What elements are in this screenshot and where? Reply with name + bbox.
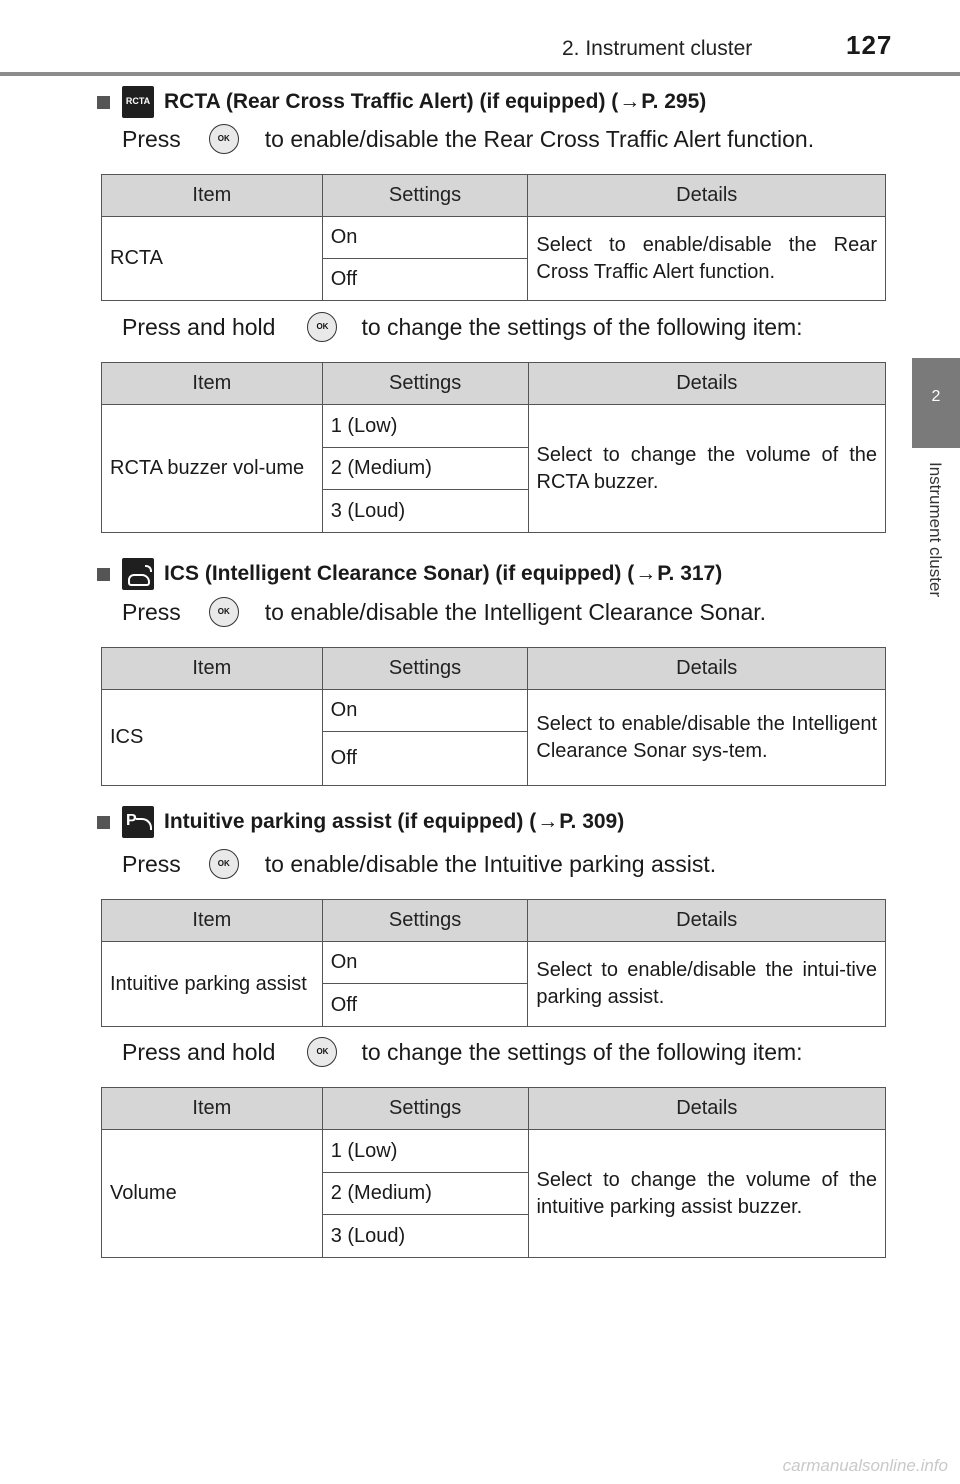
bullet-square <box>97 95 110 109</box>
ipa-settings-table: Item Settings Details Intuitive parking … <box>101 899 886 1027</box>
chapter-label: Instrument cluster <box>926 462 945 598</box>
hold-description: to change the settings of the following … <box>361 313 803 340</box>
bullet-square <box>97 815 110 829</box>
header-settings: Settings <box>321 362 529 405</box>
parking-assist-icon: P <box>122 806 154 838</box>
ics-heading: ICS (Intelligent Clearance Sonar) (if eq… <box>97 558 722 590</box>
cell-details: Select to change the volume of the intui… <box>527 1129 887 1258</box>
ok-button-icon: OK <box>208 597 239 627</box>
header-rule <box>0 72 960 76</box>
rcta-buzzer-table: Item Settings Details RCTA buzzer vol-um… <box>101 362 887 533</box>
header-item: Item <box>101 174 323 217</box>
chapter-label-strip: Instrument cluster <box>912 448 960 648</box>
cell-item: Intuitive parking assist <box>101 941 323 1027</box>
header-item: Item <box>101 362 323 405</box>
ipa-page-ref[interactable]: P. 309) <box>559 810 625 833</box>
cell-setting-off: Off <box>321 258 529 301</box>
cell-setting-medium: 2 (Medium) <box>321 447 529 490</box>
header-details: Details <box>527 899 886 942</box>
ics-title: ICS (Intelligent Clearance Sonar) (if eq… <box>164 562 635 585</box>
arrow-right-icon: → <box>635 562 657 585</box>
ics-car-icon <box>122 558 154 590</box>
cell-item: Volume <box>101 1129 323 1258</box>
header-settings: Settings <box>321 174 529 217</box>
hold-description: to change the settings of the following … <box>361 1038 803 1065</box>
hold-text: Press and hold <box>122 313 276 340</box>
press-description: to enable/disable the Rear Cross Traffic… <box>264 125 815 152</box>
ics-settings-table: Item Settings Details ICS On Select to e… <box>101 647 886 786</box>
ok-button-icon: OK <box>208 849 239 879</box>
cell-item: RCTA <box>101 216 323 301</box>
rcta-page-ref[interactable]: P. 295) <box>641 90 707 113</box>
cell-setting-off: Off <box>321 731 529 786</box>
header-details: Details <box>527 174 886 217</box>
page-header: 2. Instrument cluster 127 <box>0 0 960 76</box>
header-details: Details <box>527 362 887 405</box>
header-details: Details <box>527 1087 887 1130</box>
cell-setting-off: Off <box>321 983 529 1027</box>
header-settings: Settings <box>321 1087 529 1130</box>
header-item: Item <box>101 899 323 942</box>
cell-details: Select to enable/disable the Intelligent… <box>527 689 886 786</box>
press-description: to enable/disable the Intelligent Cleara… <box>264 598 767 625</box>
bullet-square <box>97 567 110 581</box>
ok-button-icon: OK <box>307 312 338 342</box>
arrow-right-icon: → <box>537 810 559 833</box>
cell-setting-loud: 3 (Loud) <box>321 489 529 533</box>
press-text: Press <box>122 598 181 625</box>
ics-press-instruction: Press OK to enable/disable the Intellige… <box>122 597 766 627</box>
rcta-settings-table: Item Settings Details RCTA On Select to … <box>101 174 886 301</box>
cell-setting-medium: 2 (Medium) <box>321 1172 529 1215</box>
header-item: Item <box>101 1087 323 1130</box>
ipa-heading: P Intuitive parking assist (if equipped)… <box>97 806 624 838</box>
header-item: Item <box>101 647 323 690</box>
cell-setting-low: 1 (Low) <box>321 1129 529 1173</box>
ipa-hold-instruction: Press and hold OK to change the settings… <box>122 1037 803 1067</box>
header-settings: Settings <box>321 899 529 942</box>
arrow-right-icon: → <box>619 90 641 113</box>
press-text: Press <box>122 850 181 877</box>
ipa-volume-table: Item Settings Details Volume 1 (Low) Sel… <box>101 1087 887 1258</box>
rcta-hold-instruction: Press and hold OK to change the settings… <box>122 312 803 342</box>
ipa-press-instruction: Press OK to enable/disable the Intuitive… <box>122 849 716 879</box>
cell-setting-on: On <box>321 689 529 732</box>
ok-button-icon: OK <box>307 1037 338 1067</box>
rcta-title: RCTA (Rear Cross Traffic Alert) (if equi… <box>164 90 619 113</box>
cell-details: Select to change the volume of the RCTA … <box>527 404 887 533</box>
cell-setting-on: On <box>321 941 529 984</box>
rcta-press-instruction: Press OK to enable/disable the Rear Cros… <box>122 124 814 154</box>
header-settings: Settings <box>321 647 529 690</box>
cell-details: Select to enable/disable the Rear Cross … <box>527 216 886 301</box>
hold-text: Press and hold <box>122 1038 276 1065</box>
ipa-title: Intuitive parking assist (if equipped) ( <box>164 810 537 833</box>
section-title: 2. Instrument cluster <box>562 37 753 60</box>
page-number: 127 <box>846 30 893 60</box>
rcta-heading: RCTA RCTA (Rear Cross Traffic Alert) (if… <box>97 86 706 118</box>
ok-button-icon: OK <box>208 124 239 154</box>
cell-details: Select to enable/disable the intui-tive … <box>527 941 886 1027</box>
cell-item: ICS <box>101 689 323 786</box>
cell-setting-low: 1 (Low) <box>321 404 529 448</box>
press-description: to enable/disable the Intuitive parking … <box>264 850 717 877</box>
cell-setting-on: On <box>321 216 529 259</box>
press-text: Press <box>122 125 181 152</box>
header-details: Details <box>527 647 886 690</box>
cell-setting-loud: 3 (Loud) <box>321 1214 529 1258</box>
chapter-tab[interactable]: 2 <box>912 358 960 448</box>
cell-item: RCTA buzzer vol-ume <box>101 404 323 533</box>
chapter-number: 2 <box>931 388 941 405</box>
rcta-icon: RCTA <box>122 86 154 118</box>
ics-page-ref[interactable]: P. 317) <box>657 562 723 585</box>
watermark: carmanualsonline.info <box>782 1456 948 1475</box>
